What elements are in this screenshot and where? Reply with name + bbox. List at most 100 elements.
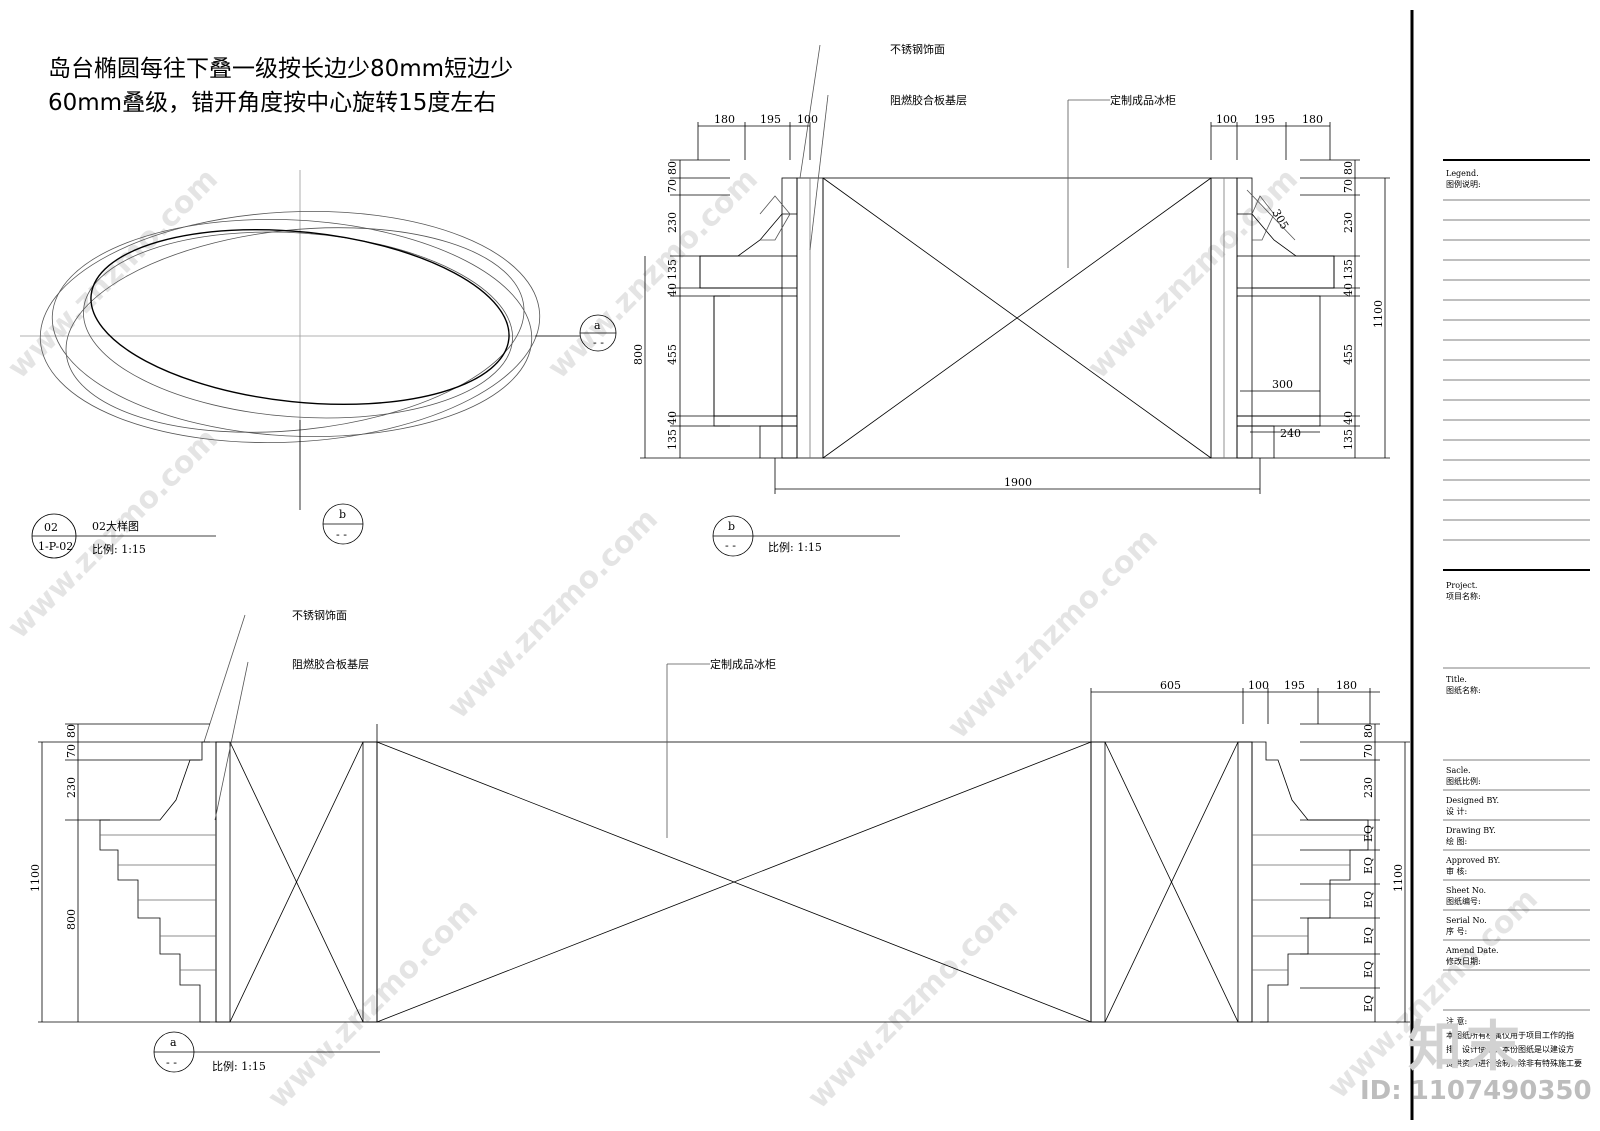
dim-label-300: 300 xyxy=(1272,378,1293,391)
watermark-text: www.znzmo.com xyxy=(1,162,225,386)
dim-label: 195 xyxy=(1254,113,1275,126)
section-b-label-steel: 不锈钢饰面 xyxy=(890,42,945,56)
dim-label: 135 xyxy=(1342,259,1355,280)
section-a-scale: 比例: 1:15 xyxy=(212,1059,266,1073)
scale-cn: 图纸比例: xyxy=(1446,776,1481,786)
dim-label: 195 xyxy=(1284,679,1305,692)
dim-label: 80 xyxy=(666,161,679,175)
legend-en: Legend. xyxy=(1446,169,1479,178)
dim-label: 180 xyxy=(1336,679,1357,692)
section-b-label-plywood: 阻燃胶合板基层 xyxy=(890,93,967,107)
section-b-marker-dash: - - xyxy=(725,539,736,552)
plan-scale: 比例: 1:15 xyxy=(92,542,146,556)
watermark-text: www.znzmo.com xyxy=(261,892,485,1116)
designed-cn: 设 计: xyxy=(1446,806,1467,816)
section-a-marker-dash: - - xyxy=(593,336,604,349)
serial-en: Serial No. xyxy=(1446,916,1487,925)
dim-label: 70 xyxy=(1362,744,1375,758)
section-b-right-dims: 80 70 230 135 40 455 40 135 1100 xyxy=(1342,161,1385,450)
plan-view xyxy=(20,170,617,545)
dim-label: 455 xyxy=(1342,344,1355,365)
dim-label: 230 xyxy=(65,777,78,798)
title-block-frame xyxy=(1410,10,1590,1120)
plan-title-block xyxy=(31,513,216,559)
dim-label: 195 xyxy=(760,113,781,126)
dim-label: EQ xyxy=(1362,857,1375,874)
watermark-text: www.znzmo.com xyxy=(1081,162,1305,386)
dim-label: 180 xyxy=(714,113,735,126)
dim-label: 70 xyxy=(666,179,679,193)
drawing-cn: 绘 图: xyxy=(1446,836,1467,846)
section-b-top-dims-right: 100 195 180 xyxy=(1216,113,1323,126)
watermark-layer: www.znzmo.com www.znzmo.com www.znzmo.co… xyxy=(1,162,1545,1116)
watermark-text: www.znzmo.com xyxy=(541,162,765,386)
section-a-label-plywood: 阻燃胶合板基层 xyxy=(292,657,369,671)
design-note: 岛台椭圆每往下叠一级按长边少80mm短边少60mm叠级，错开角度按中心旋转15度… xyxy=(48,56,514,116)
notes-line: 提供资料进行绘制，除非有特殊施工要 xyxy=(1446,1058,1582,1068)
section-a-marker-dash: - - xyxy=(166,1056,177,1069)
section-b-drawing xyxy=(640,44,1390,557)
dim-label: 135 xyxy=(666,259,679,280)
dim-label: 1100 xyxy=(1392,864,1405,892)
plan-title: 02大样图 xyxy=(92,519,139,533)
watermark-text: www.znzmo.com xyxy=(1,422,225,646)
designed-en: Designed BY. xyxy=(1446,796,1499,805)
watermark-text: www.znzmo.com xyxy=(801,892,1025,1116)
dim-label: EQ xyxy=(1362,891,1375,908)
section-a-label-fridge: 定制成品冰柜 xyxy=(710,657,776,671)
section-a-right-dims: 80 70 230 EQ EQ EQ EQ EQ EQ 1100 xyxy=(1362,724,1405,1012)
notes-line: 注 意: xyxy=(1446,1016,1467,1026)
section-a-label-steel: 不锈钢饰面 xyxy=(292,608,347,622)
dim-label: 180 xyxy=(1302,113,1323,126)
notes-line: 排、设计使用，本份图纸是以建设方 xyxy=(1446,1044,1574,1054)
watermark-text: www.znzmo.com xyxy=(941,522,1165,746)
dim-label: 455 xyxy=(666,344,679,365)
section-b-left-dims: 80 70 230 135 40 455 40 135 800 xyxy=(632,161,679,450)
section-b-scale: 比例: 1:15 xyxy=(768,540,822,554)
dim-label: 135 xyxy=(1342,429,1355,450)
title-en: Title. xyxy=(1446,675,1467,684)
section-b-marker: b xyxy=(728,520,735,533)
legend-cn: 图例说明: xyxy=(1446,179,1481,189)
watermark-id: ID: 1107490350 xyxy=(1360,1076,1592,1106)
dim-label: 80 xyxy=(1342,161,1355,175)
title-cn: 图纸名称: xyxy=(1446,685,1481,695)
dim-label: 40 xyxy=(666,283,679,297)
section-a-marker: a xyxy=(170,1036,177,1049)
section-b-marker-label: b xyxy=(339,508,346,521)
dim-label: 80 xyxy=(1362,724,1375,738)
sheet-en: Sheet No. xyxy=(1446,886,1486,895)
dim-label: 40 xyxy=(1342,411,1355,425)
section-b-top-dims-left: 180 195 100 xyxy=(714,113,818,126)
dim-label: EQ xyxy=(1362,825,1375,842)
dim-label: 80 xyxy=(65,724,78,738)
sheet-cn: 图纸编号: xyxy=(1446,896,1481,906)
dim-label-305: 305 xyxy=(1269,207,1291,232)
section-b-marker-dash: - - xyxy=(336,528,347,541)
title-block-text: Legend. 图例说明: Project. 项目名称: Title. 图纸名称… xyxy=(1445,169,1582,1068)
dim-label-1900: 1900 xyxy=(1004,476,1032,489)
dim-label: 1100 xyxy=(1372,300,1385,328)
dim-label: 1100 xyxy=(29,864,42,892)
dim-label: 100 xyxy=(1216,113,1237,126)
dim-label: 40 xyxy=(666,411,679,425)
dim-label: 230 xyxy=(1362,777,1375,798)
dim-label: 40 xyxy=(1342,283,1355,297)
project-cn: 项目名称: xyxy=(1446,591,1481,601)
dim-label: 230 xyxy=(666,212,679,233)
dim-label: 135 xyxy=(666,429,679,450)
dim-label: EQ xyxy=(1362,961,1375,978)
drawing-en: Drawing BY. xyxy=(1446,826,1496,835)
notes-line: 本图纸所有权属仅用于项目工作的指 xyxy=(1446,1030,1574,1040)
project-en: Project. xyxy=(1446,581,1477,590)
dim-label: 230 xyxy=(1342,212,1355,233)
approved-cn: 审 核: xyxy=(1446,866,1467,876)
watermark-text: www.znzmo.com xyxy=(441,502,665,726)
serial-cn: 序 号: xyxy=(1446,926,1467,936)
section-a-left-dims: 80 70 230 800 1100 xyxy=(29,724,78,930)
dim-label-240: 240 xyxy=(1280,427,1301,440)
plan-number: 02 xyxy=(44,521,58,534)
scale-en: Sacle. xyxy=(1446,766,1471,775)
amend-en: Amend Date. xyxy=(1445,946,1499,955)
approved-en: Approved BY. xyxy=(1445,856,1500,865)
